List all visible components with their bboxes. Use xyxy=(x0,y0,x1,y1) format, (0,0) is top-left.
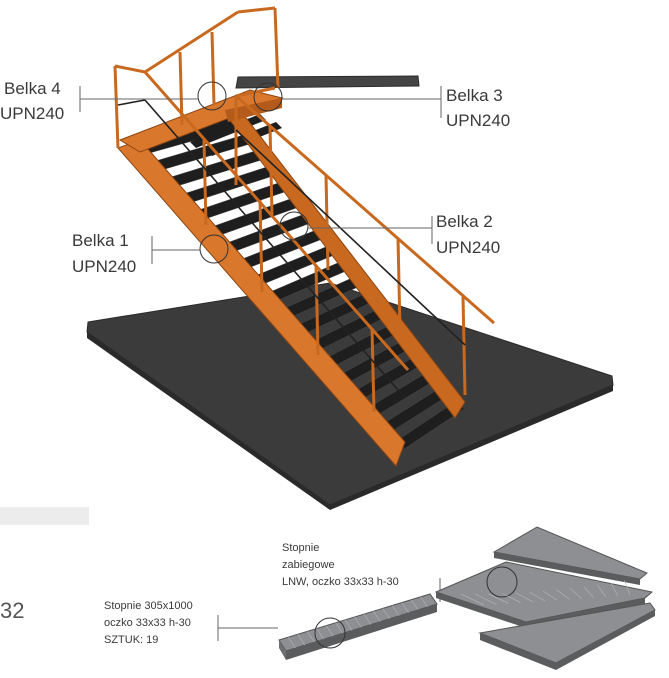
winder-steps-line2: zabiegowe xyxy=(282,559,335,571)
stair-treads xyxy=(139,98,465,450)
upper-landing xyxy=(235,75,420,89)
belka-3-profile: UPN240 xyxy=(446,111,511,130)
right-railing-knee-rail xyxy=(235,129,466,346)
belka-4-profile: UPN240 xyxy=(0,104,65,123)
detail-circle-belka-1 xyxy=(199,234,229,264)
straight-steps-line1: Stopnie 305x1000 xyxy=(104,600,193,612)
left-railing xyxy=(113,6,410,413)
winder-steps-line1: Stopnie xyxy=(282,542,320,554)
detail-circle-belka-3 xyxy=(253,82,283,112)
belka-2-profile: UPN240 xyxy=(436,238,501,257)
winder-grating-lines xyxy=(461,580,631,606)
winder-step-bottom xyxy=(478,602,656,670)
detail-circle-belka-4 xyxy=(197,81,227,111)
edge-fragment-text: 32 xyxy=(0,598,25,623)
straight-steps-line3: SZTUK: 19 xyxy=(104,634,159,646)
belka-4-name: Belka 4 xyxy=(4,79,61,98)
left-railing-knee-rail xyxy=(117,99,406,399)
winder-step-top xyxy=(492,526,648,585)
winder-step-middle xyxy=(434,561,654,628)
grey-bar xyxy=(0,507,89,525)
belka-2-name: Belka 2 xyxy=(436,212,493,231)
detail-circle-belka-2 xyxy=(279,211,309,241)
belka-1-profile: UPN240 xyxy=(72,257,137,276)
straight-steps-line2: oczko 33x33 h-30 xyxy=(104,617,191,629)
belka-1-name: Belka 1 xyxy=(72,231,129,250)
winder-steps-line3: LNW, oczko 33x33 h-30 xyxy=(282,576,399,588)
belka-3-name: Belka 3 xyxy=(446,86,503,105)
straight-step-grating xyxy=(278,593,438,660)
